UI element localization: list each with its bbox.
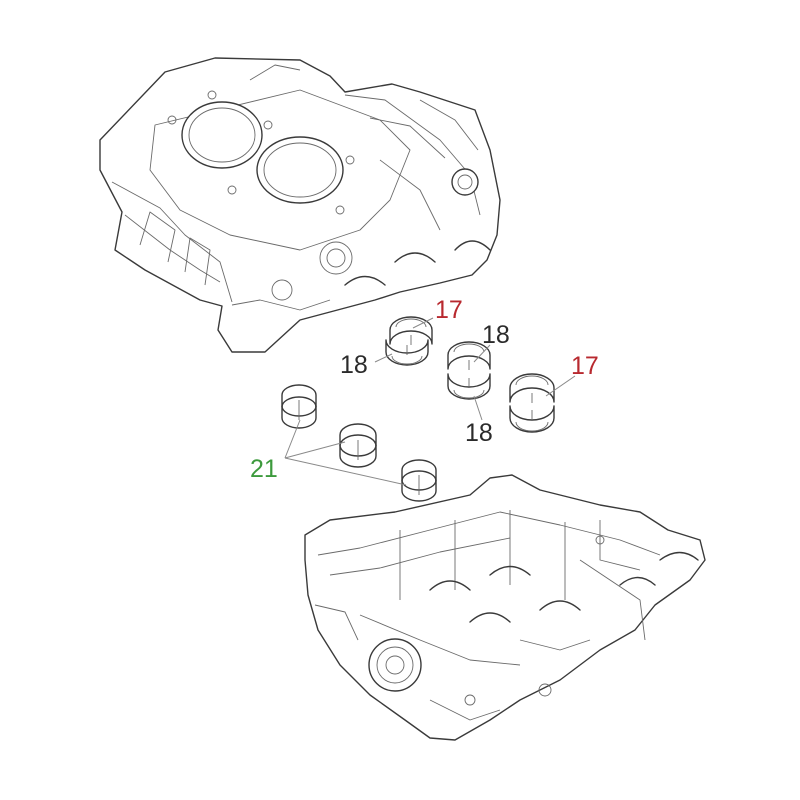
- bearing-shells: [281, 316, 555, 502]
- leader-21-c: [284, 457, 407, 486]
- thrust-shell-21-a: [281, 384, 317, 429]
- bearing-shell-17-right-upper: [509, 373, 555, 403]
- bearing-shell-18-center-upper: [447, 341, 491, 370]
- callout-17-upper: 17: [435, 296, 463, 324]
- leader-17-a: [412, 317, 434, 329]
- callout-18-lower: 18: [465, 419, 493, 447]
- leader-lines: [284, 317, 576, 486]
- leader-18-a: [374, 353, 393, 363]
- callout-18-center: 18: [482, 321, 510, 349]
- bearing-shell-17-right-lower: [509, 405, 555, 433]
- leader-21-b: [284, 441, 346, 459]
- thrust-shell-21-b: [339, 423, 377, 468]
- bearing-shell-18-center-lower: [447, 373, 491, 400]
- callout-21: 21: [250, 455, 278, 483]
- lower-crankcase: [304, 474, 706, 741]
- thrust-shell-21-c: [401, 459, 437, 502]
- leader-17-b: [545, 375, 576, 397]
- callout-18-left: 18: [340, 351, 368, 379]
- bearing-shell-18-left: [385, 339, 429, 366]
- upper-crankcase: [99, 57, 501, 353]
- leader-21-a: [284, 419, 301, 459]
- callout-labels: 17 18 18 17 18 21: [250, 296, 599, 483]
- leader-18-c: [473, 395, 483, 421]
- callout-17-right: 17: [571, 352, 599, 380]
- leader-18-b: [473, 344, 491, 363]
